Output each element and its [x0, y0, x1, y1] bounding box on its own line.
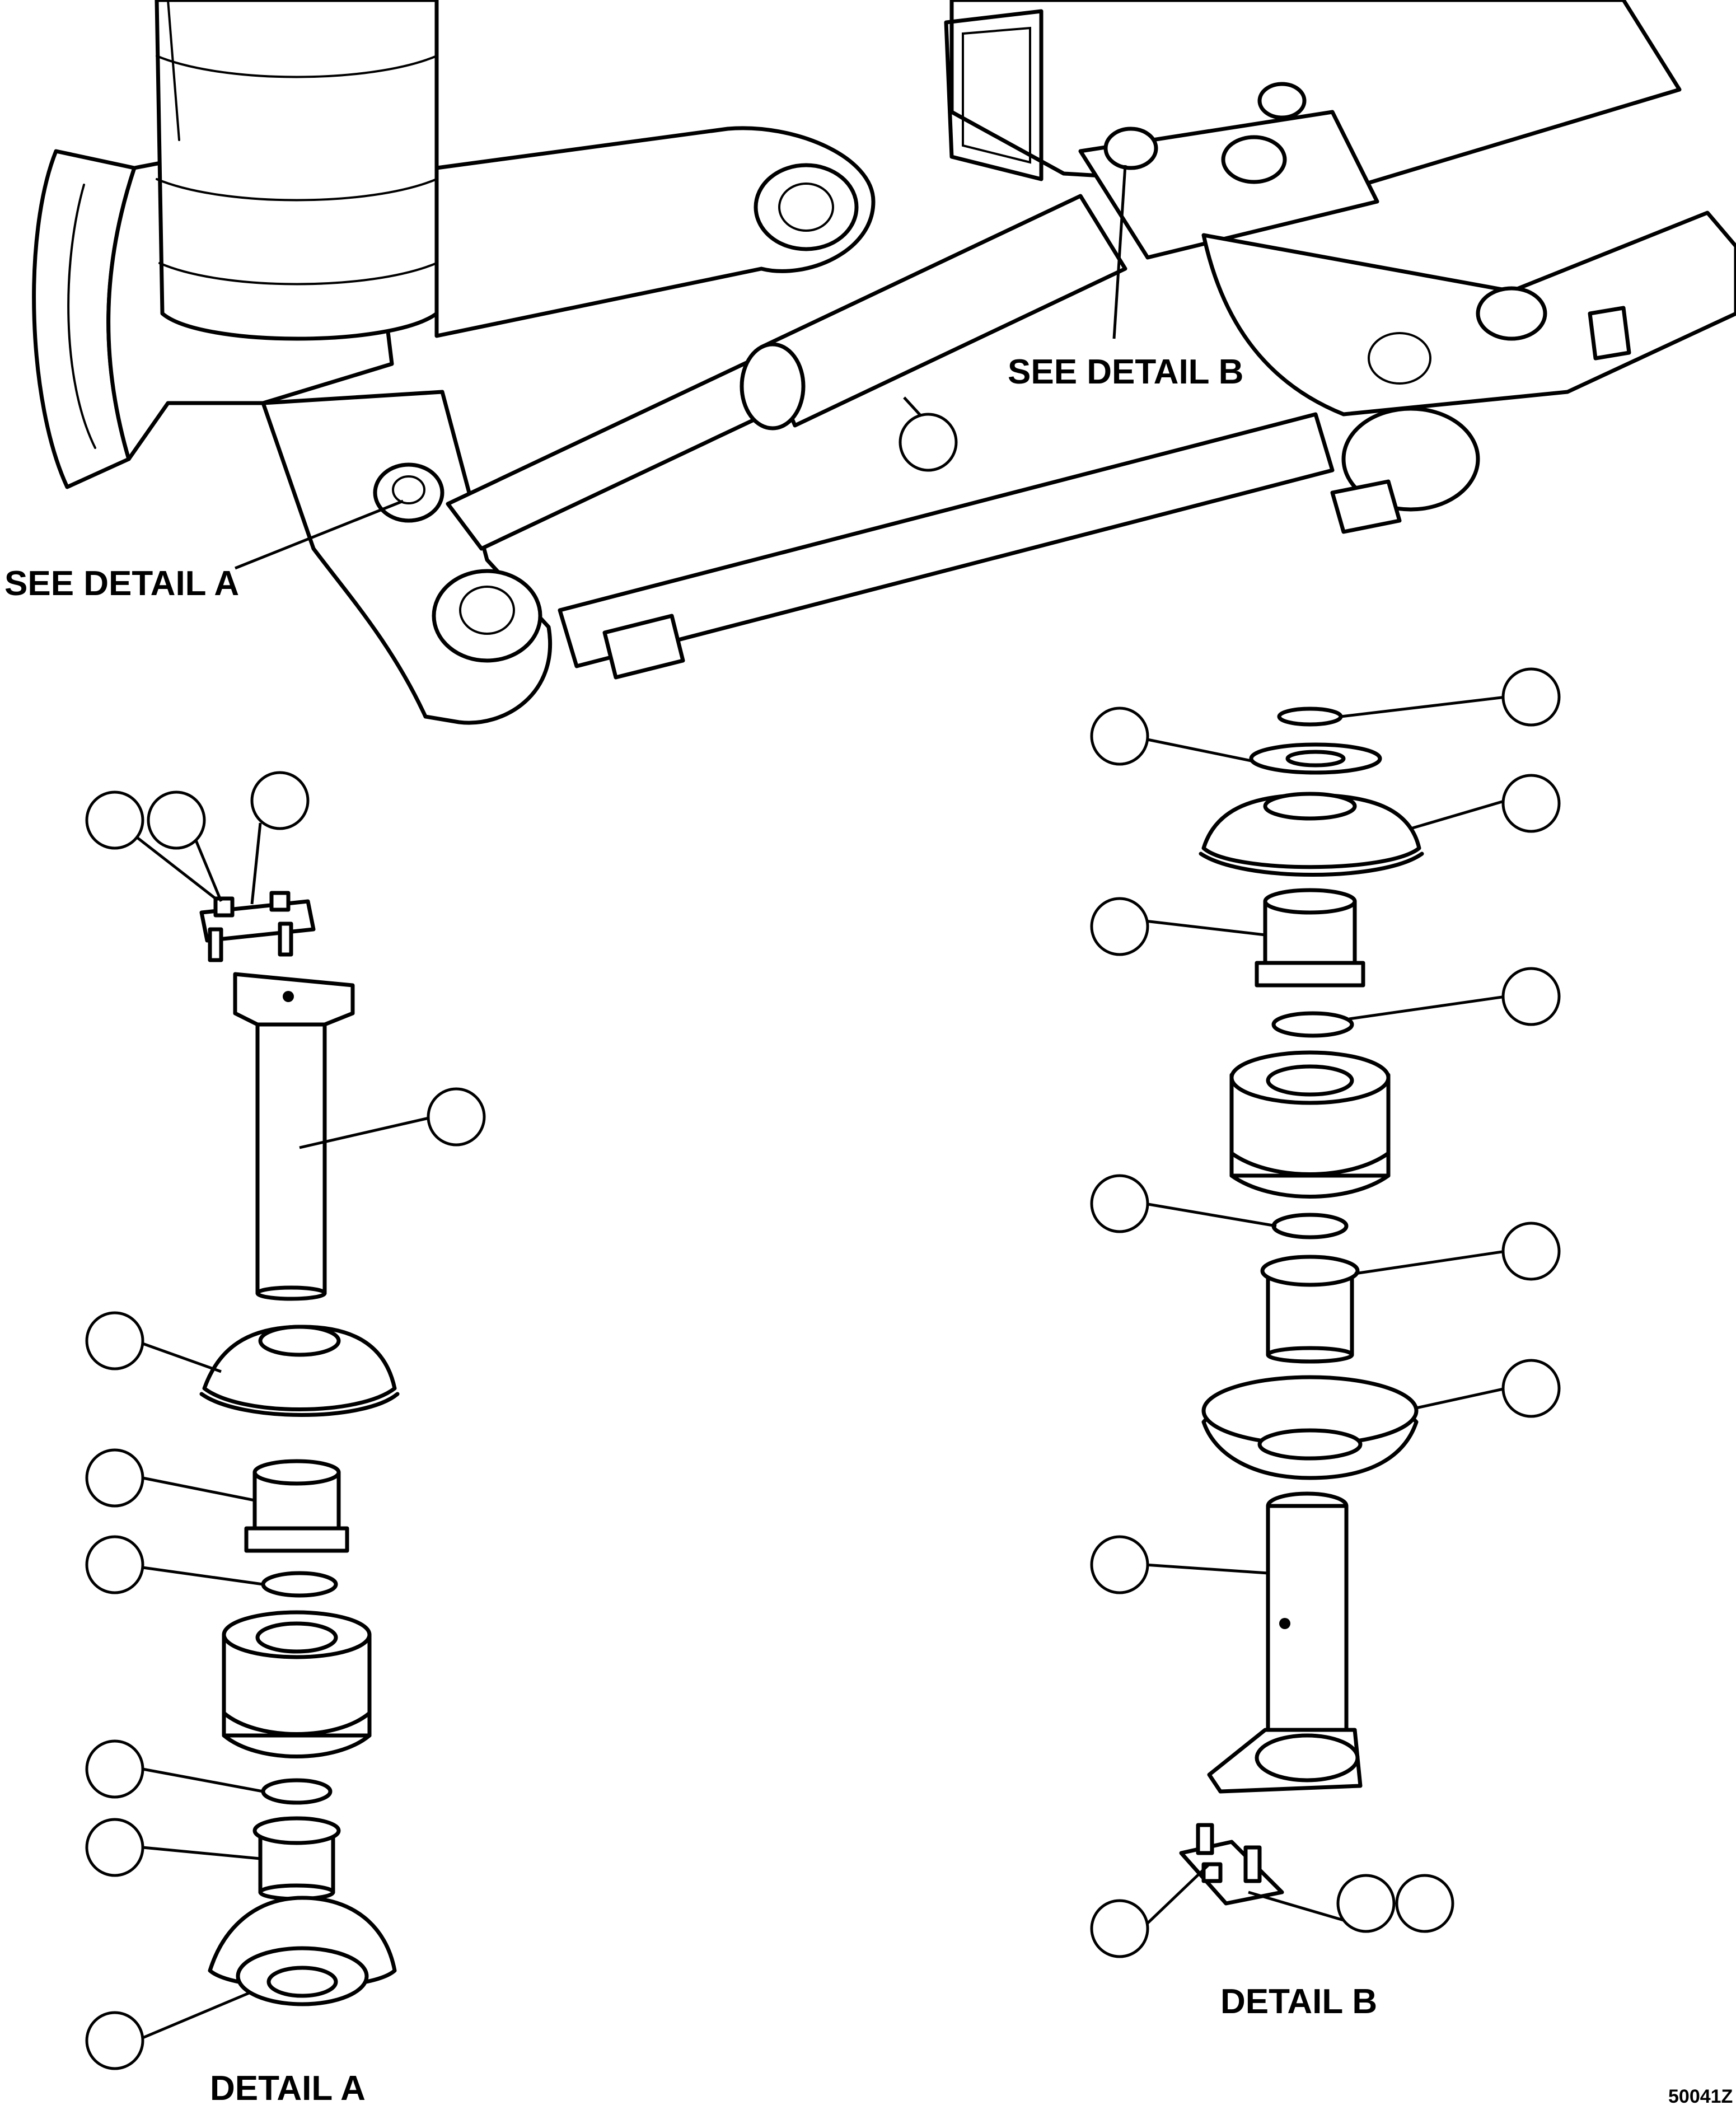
callout-bubble: [1501, 1222, 1561, 1281]
figure-id-label: 50041Z: [1668, 2086, 1733, 2107]
callout-bubble: [1501, 1359, 1561, 1418]
callout-bubble: [1501, 774, 1561, 833]
callout-bubble: [85, 1535, 144, 1594]
callout-bubble: [1090, 1535, 1149, 1594]
callout-bubble: [85, 790, 144, 850]
detail-b-parts: [1179, 707, 1424, 1906]
callout-bubble: [1090, 1174, 1149, 1233]
callout-bubble: [899, 413, 958, 472]
callout-bubble: [1090, 707, 1149, 766]
callout-bubble: [1090, 1899, 1149, 1958]
callout-bubble: [85, 1448, 144, 1508]
callout-bubble: [1501, 967, 1561, 1026]
detail-a-title: DETAIL A: [210, 2069, 366, 2108]
callout-bubble: [1501, 667, 1561, 727]
callout-bubble: [427, 1087, 486, 1147]
callout-bubble: [147, 790, 206, 850]
callout-bubble: [1395, 1874, 1454, 1933]
callout-bubble: [85, 2011, 144, 2070]
callout-bubble: [85, 1818, 144, 1877]
callout-bubble: [85, 1739, 144, 1799]
callout-bubble: [85, 1311, 144, 1370]
callout-bubbles: [85, 413, 1561, 2070]
see-detail-b-label: SEE DETAIL B: [1008, 353, 1244, 391]
axle-assembly-illustration: [32, 0, 1736, 725]
callout-bubble: [250, 771, 310, 830]
detail-a-parts: [199, 891, 400, 2006]
detail-b-title: DETAIL B: [1220, 1982, 1378, 2021]
callout-bubble: [1336, 1874, 1396, 1933]
callout-bubble: [1090, 897, 1149, 956]
see-detail-a-label: SEE DETAIL A: [4, 564, 240, 603]
